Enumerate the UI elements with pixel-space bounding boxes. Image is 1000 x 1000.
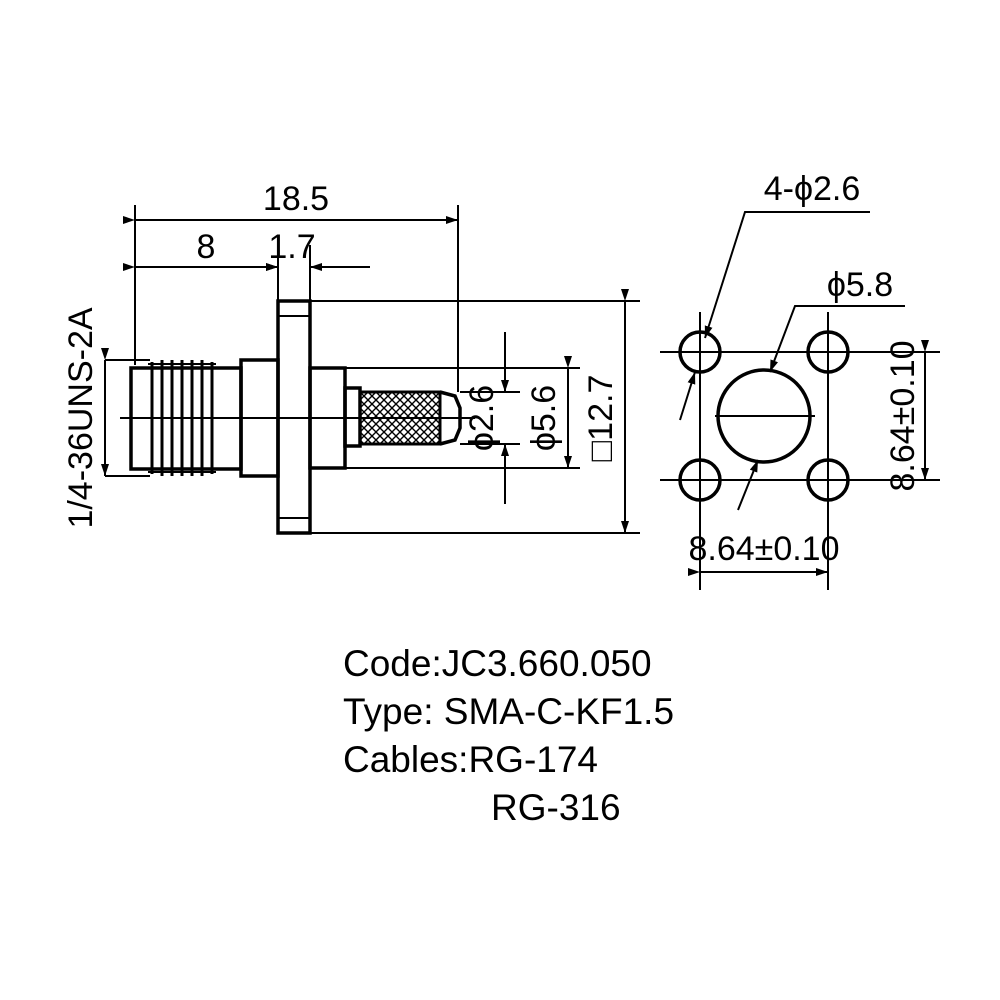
dim-hole-spacing-vertical: 8.64±0.10 — [884, 340, 929, 492]
front-center-lines — [660, 312, 940, 590]
flange-square-symbol: □ — [582, 440, 620, 461]
product-cables: Cables:RG-174 — [343, 739, 599, 780]
hole-spacing-horizontal-label: 8.64±0.10 — [688, 530, 839, 568]
dim-flange-square: □12.7 — [310, 289, 640, 534]
dim-flange-thickness: 1.7 — [250, 228, 370, 300]
flange-thickness-label: 1.7 — [268, 228, 315, 266]
svg-text:□12.7: □12.7 — [582, 375, 620, 462]
flange-square-label: 12.7 — [582, 375, 620, 441]
product-type: Type: SMA-C-KF1.5 — [343, 691, 675, 732]
svg-text:ϕ5.6: ϕ5.6 — [525, 385, 563, 451]
ferrule-diameter-label: 5.6 — [525, 385, 563, 432]
product-code: Code:JC3.660.050 — [343, 643, 652, 684]
pin-diameter-label: 2.6 — [463, 385, 501, 432]
dim-pin-diameter: ϕ2.6 — [460, 332, 520, 504]
dim-thread-spec: 1/4-36UNS-2A — [62, 307, 150, 529]
svg-text:ϕ5.8: ϕ5.8 — [827, 266, 893, 304]
hole-spacing-vertical-label: 8.64±0.10 — [884, 340, 922, 491]
dim-hole-spacing-horizontal: 8.64±0.10 — [688, 530, 840, 576]
front-view: 4-ϕ2.6 ϕ5.8 8.64±0.10 8.64±0.10 — [660, 170, 940, 590]
dim-hole-spec: 4-ϕ2.6 — [679, 170, 870, 421]
overall-length-label: 18.5 — [263, 180, 329, 218]
pin-diameter-symbol: ϕ — [463, 432, 501, 451]
dim-thread-length: 8 — [123, 228, 279, 300]
dim-ferrule-diameter: ϕ5.6 — [345, 356, 580, 469]
dim-overall-length: 18.5 — [123, 180, 459, 392]
thread-length-label: 8 — [197, 228, 216, 266]
product-info: Code:JC3.660.050 Type: SMA-C-KF1.5 Cable… — [343, 640, 674, 832]
dim-center-hole: ϕ5.8 — [737, 266, 905, 511]
ferrule-diameter-symbol: ϕ — [525, 432, 563, 451]
svg-text:ϕ2.6: ϕ2.6 — [463, 385, 501, 451]
thread-spec-label: 1/4-36UNS-2A — [62, 307, 100, 528]
hole-spec-label: 4-ϕ2.6 — [764, 170, 861, 208]
center-hole-label: 5.8 — [846, 266, 893, 304]
product-cables-secondary: RG-316 — [491, 787, 621, 828]
side-view: 18.5 8 1.7 1/4-36UNS-2A — [62, 180, 640, 535]
center-hole-symbol: ϕ — [827, 266, 846, 304]
